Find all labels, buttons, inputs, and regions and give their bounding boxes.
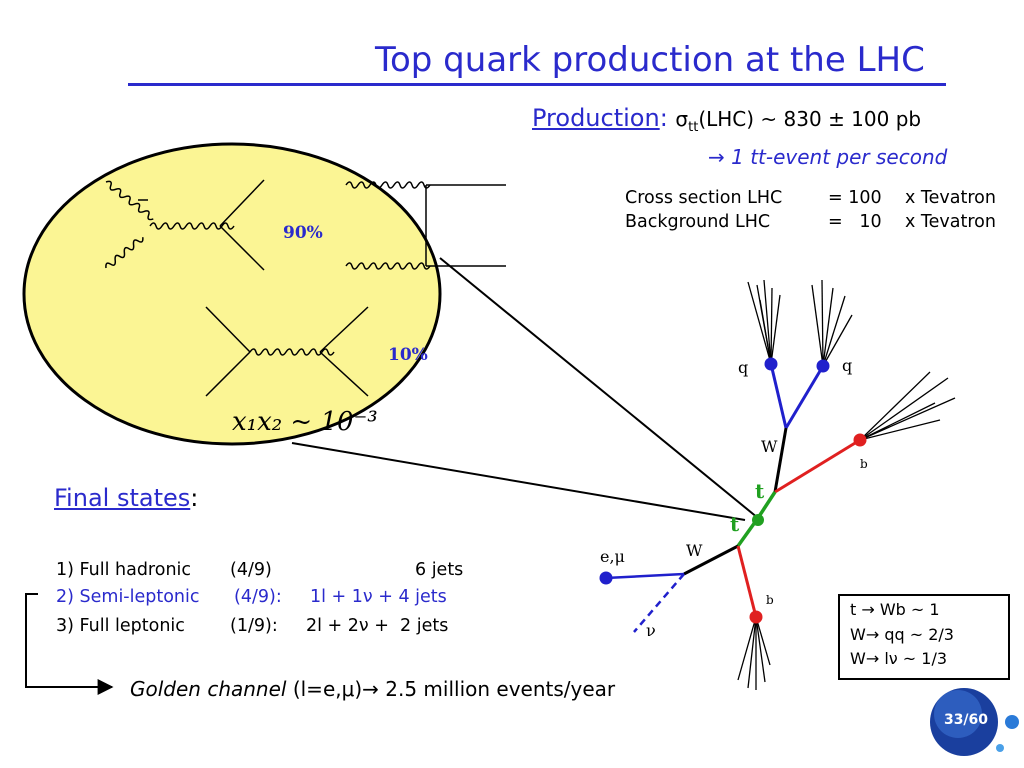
label-q1: q xyxy=(738,358,748,377)
final-state-description: 6 jets xyxy=(415,560,464,580)
final-state-fraction: (1/9): xyxy=(230,616,278,636)
comparison-ref: x Tevatron xyxy=(905,212,996,232)
final-state-description: 2l + 2ν + 2 jets xyxy=(306,616,449,636)
branching-ratio-box: t → Wb ~ 1 W→ qq ~ 2/3 W→ lν ~ 1/3 xyxy=(838,594,1010,680)
feynman-qq-schannel xyxy=(205,306,369,397)
comparison-label: Background LHC xyxy=(625,212,771,232)
zoom-line-top xyxy=(439,257,759,519)
cross-section-value: (LHC) ~ 830 ± 100 pb xyxy=(698,107,922,131)
production-line: Production: σtt(LHC) ~ 830 ± 100 pb xyxy=(532,104,921,135)
comparison-factor: = 100 xyxy=(828,188,882,208)
production-cross-section: σtt(LHC) ~ 830 ± 100 pb xyxy=(675,107,922,135)
comparison-ref: x Tevatron xyxy=(905,188,996,208)
final-state-name: 1) Full hadronic xyxy=(56,560,192,580)
final-state-fraction: (4/9) xyxy=(230,560,272,580)
final-state-name: 2) Semi-leptonic xyxy=(56,587,200,607)
production-ellipse xyxy=(22,142,442,446)
ttbar-event-display: q q W b t t W e,μ ν b xyxy=(599,279,956,690)
final-states-colon: : xyxy=(190,484,199,512)
sigma-symbol: σ xyxy=(675,107,689,131)
production-label: Production xyxy=(532,104,660,132)
final-states-label: Final states xyxy=(54,484,191,512)
label-lepton: e,μ xyxy=(600,547,625,566)
comparison-label: Cross section LHC xyxy=(625,188,783,208)
feynman-gg-tchannel xyxy=(345,181,506,270)
sigma-subscript: tt xyxy=(688,120,699,135)
final-state-name: 3) Full leptonic xyxy=(56,616,185,636)
golden-channel-arrow xyxy=(25,593,114,695)
feynman-gg-schannel xyxy=(105,179,265,271)
final-states-heading: Final states: xyxy=(54,484,198,512)
final-state-fraction: (4/9): xyxy=(234,587,282,607)
page-number-badge: 33/60 xyxy=(934,690,1004,760)
final-state-description: 1l + 1ν + 4 jets xyxy=(310,587,447,607)
label-q2: q xyxy=(842,356,852,375)
golden-channel-detail: (l=e,μ)→ 2.5 million events/year xyxy=(286,677,616,701)
golden-channel: Golden channel (l=e,μ)→ 2.5 million even… xyxy=(130,677,615,701)
page-number: 33/60 xyxy=(943,712,989,728)
golden-channel-name: Golden channel xyxy=(130,677,287,701)
comparison-factor: = 10 xyxy=(828,212,882,232)
zoom-line-bottom xyxy=(291,442,746,521)
production-colon: : xyxy=(659,104,668,132)
ratio-w-lnu: W→ lν ~ 1/3 xyxy=(850,649,948,668)
label-b1: b xyxy=(860,457,868,471)
gg-fraction: 90% xyxy=(283,223,323,243)
momentum-fraction-label: x₁x₂ ~ 10⁻³ xyxy=(232,407,378,437)
page-title: Top quark production at the LHC xyxy=(375,40,925,80)
label-t2: t xyxy=(730,512,740,536)
page-badge-graphic xyxy=(930,688,1019,756)
label-t1: t xyxy=(755,479,765,503)
title-rule xyxy=(128,83,946,86)
label-b2: b xyxy=(766,593,774,607)
event-rate: → 1 tt-event per second xyxy=(708,145,948,169)
ratio-t-wb: t → Wb ~ 1 xyxy=(850,600,940,619)
label-w2: W xyxy=(686,541,703,560)
label-neutrino: ν xyxy=(646,621,656,640)
label-w1: W xyxy=(761,437,778,456)
ratio-w-qq: W→ qq ~ 2/3 xyxy=(850,625,954,644)
qq-fraction: 10% xyxy=(388,345,428,365)
